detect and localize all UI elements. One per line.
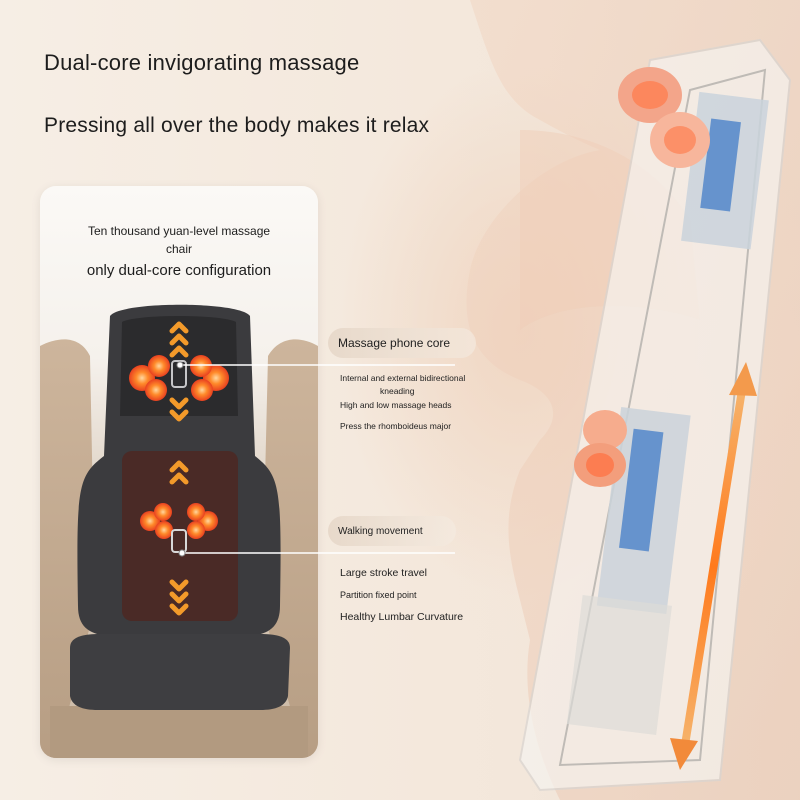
lumbar-heat-heads	[574, 410, 627, 487]
neck-heat-heads	[618, 67, 710, 168]
callout-note: Partition fixed point	[340, 590, 417, 600]
callout-massage-core: Massage phone core	[328, 328, 476, 358]
callout-walking-movement: Walking movement	[328, 516, 456, 546]
chevron-up-icon	[169, 460, 189, 485]
double-arrow-icon	[670, 362, 757, 770]
card-caption: Ten thousand yuan-level massage chair	[87, 224, 271, 256]
card-subcaption: only dual-core configuration	[86, 262, 272, 279]
chevron-down-icon	[169, 397, 189, 422]
headline-secondary: Pressing all over the body makes it rela…	[44, 114, 430, 137]
callout-note: Large stroke travel	[340, 567, 427, 579]
upper-massage-nodes	[129, 355, 229, 401]
callout-note: kneading	[380, 386, 415, 396]
headline-primary: Dual-core invigorating massage	[44, 50, 360, 75]
lower-massage-nodes	[140, 503, 218, 553]
chevron-up-icon	[169, 321, 189, 358]
callout-note: Press the rhomboideus major	[340, 421, 452, 431]
product-card: Ten thousand yuan-level massage chair on…	[40, 186, 318, 758]
callout-note: Internal and external bidirectional	[340, 373, 466, 383]
callout-note: High and low massage heads	[340, 400, 452, 410]
chevron-down-icon	[169, 579, 189, 616]
callout-note: Healthy Lumbar Curvature	[340, 611, 464, 623]
massage-cushion-illustration	[40, 304, 318, 758]
